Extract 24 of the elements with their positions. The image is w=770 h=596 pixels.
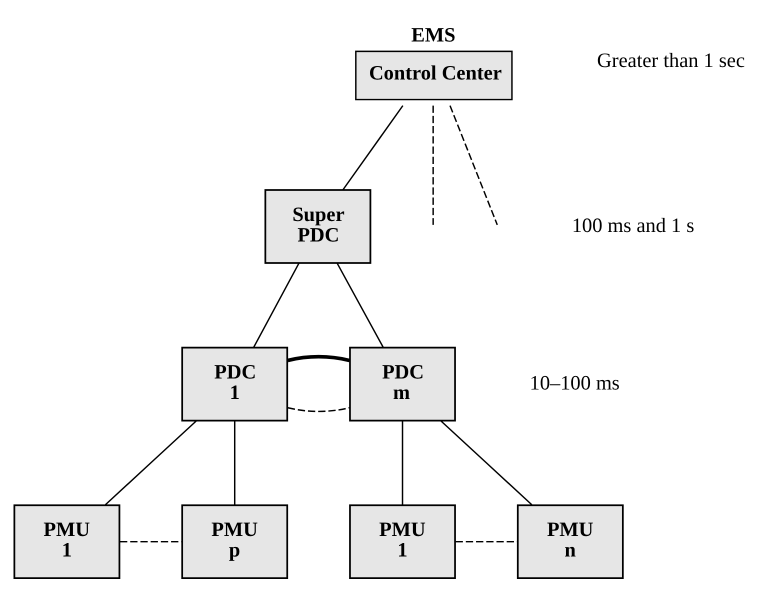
connector xyxy=(253,262,300,348)
connector xyxy=(432,106,434,225)
node-box: PMU 1 xyxy=(349,504,456,580)
connector xyxy=(234,420,236,505)
label: 100 ms and 1 s xyxy=(572,214,694,237)
node-box: PDC 1 xyxy=(181,346,288,422)
connector xyxy=(440,420,532,506)
node-label: EMS xyxy=(411,24,456,46)
connector xyxy=(456,540,518,542)
node-box: PDC m xyxy=(349,346,456,422)
connector xyxy=(342,105,404,190)
node-box: Super PDC xyxy=(264,189,372,264)
label: Greater than 1 sec xyxy=(597,50,745,72)
label: 10–100 ms xyxy=(530,372,620,394)
connector xyxy=(287,354,350,362)
connector xyxy=(402,420,404,505)
node-box: PMU n xyxy=(516,504,624,580)
connector xyxy=(288,407,350,412)
node-box: PMU 1 xyxy=(14,504,120,580)
connector xyxy=(120,540,182,542)
node-box: PMU p xyxy=(181,504,288,580)
connector xyxy=(449,105,498,226)
connector xyxy=(336,262,384,348)
connector xyxy=(104,420,198,506)
